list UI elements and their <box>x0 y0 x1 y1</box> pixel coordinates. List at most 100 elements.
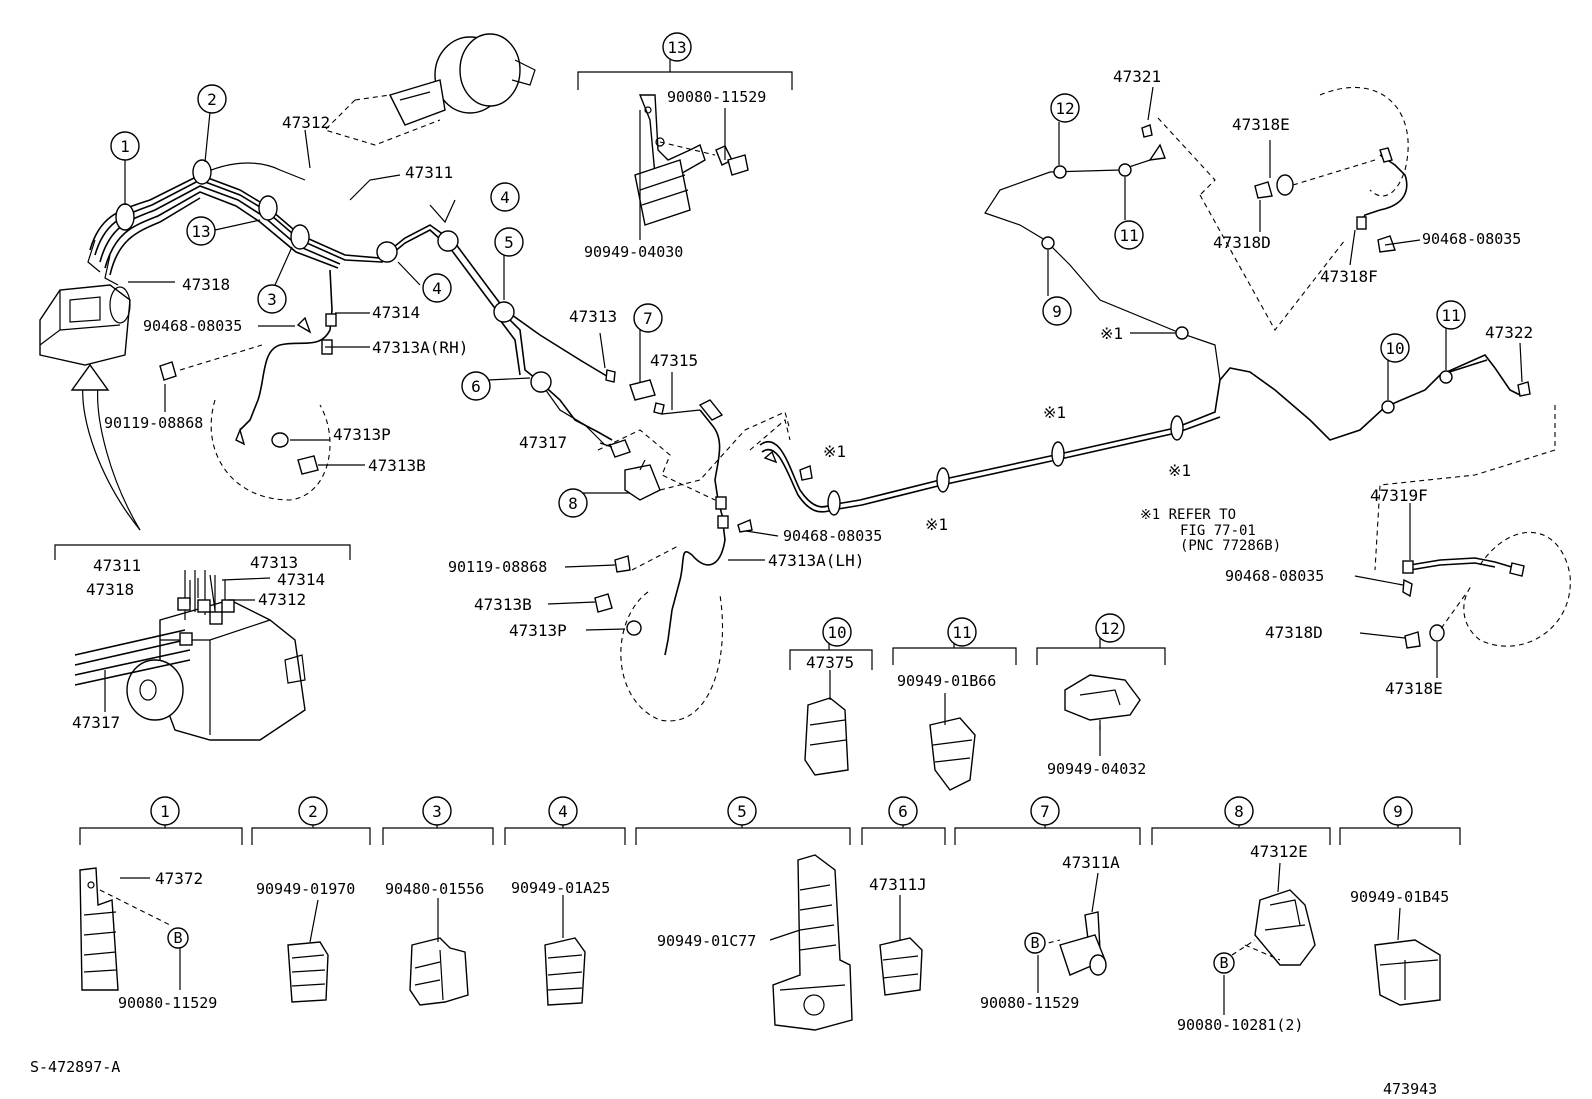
reference-marks: ※1 ※1 ※1 ※1 ※1 ※1 REFER TO FIG 77-01 (PN… <box>823 324 1281 554</box>
label-90080-top: 90080-11529 <box>667 88 766 106</box>
label-90468-right-top: 90468-08035 <box>1422 230 1521 248</box>
label-47318d-top: 47318D <box>1213 233 1271 252</box>
label-47318f: 47318F <box>1320 267 1378 286</box>
abs-actuator-illustration <box>39 284 131 366</box>
ref-mark-4: ※1 <box>1168 461 1191 480</box>
svg-text:9: 9 <box>1052 302 1062 321</box>
callout-5: 5 <box>494 227 524 257</box>
svg-text:11: 11 <box>952 623 971 642</box>
callout-12-legend: 12 <box>1095 613 1125 643</box>
label-inset-47312: 47312 <box>258 590 306 609</box>
label-47311-top: 47311 <box>405 163 453 182</box>
label-90468-lh: 90468-08035 <box>783 527 882 545</box>
callout-13-b: 13 <box>662 32 692 62</box>
footer-code-right: 473943 <box>1383 1080 1437 1098</box>
label-90080-g1: 90080-11529 <box>118 994 217 1012</box>
bundle-clamps <box>115 159 552 393</box>
label-47322: 47322 <box>1485 323 1533 342</box>
callout-6-legend: 6 <box>888 796 918 826</box>
front-rh-hose <box>159 269 337 501</box>
label-90468-rh: 90468-08035 <box>143 317 242 335</box>
label-90480-01556: 90480-01556 <box>385 880 484 898</box>
callout-b-8: B <box>1213 952 1235 974</box>
callout-11-b: 11 <box>1436 300 1466 330</box>
callout-4-b: 4 <box>422 273 452 303</box>
clip-90949-01970 <box>287 941 329 1003</box>
label-47319f: 47319F <box>1370 486 1428 505</box>
brake-tube-bundle <box>87 162 613 446</box>
label-inset-47317: 47317 <box>72 713 120 732</box>
callout-circles: 1 2 13 3 4 4 5 6 7 8 13 12 11 9 10 11 10… <box>110 32 1466 974</box>
ref-mark-1: ※1 <box>1100 324 1123 343</box>
clip-90949-04032 <box>1064 674 1141 730</box>
label-47313b-lh: 47313B <box>474 595 532 614</box>
svg-text:10: 10 <box>1385 339 1404 358</box>
svg-text:2: 2 <box>308 802 318 821</box>
clip-90480-01556 <box>409 937 469 1006</box>
svg-text:2: 2 <box>207 90 217 109</box>
refer-note-line2: FIG 77-01 <box>1180 523 1256 539</box>
rear-brake-line <box>749 117 1531 516</box>
dashed-leader-booster <box>323 94 441 146</box>
label-90080-10281: 90080-10281(2) <box>1177 1016 1303 1034</box>
label-47318-left: 47318 <box>182 275 230 294</box>
clip-90949-01b45 <box>1374 939 1441 1006</box>
ref-mark-5: ※1 <box>925 515 948 534</box>
callout-7-legend: 7 <box>1030 796 1060 826</box>
callout-9: 9 <box>1042 296 1072 326</box>
callout-b-7: B <box>1024 932 1046 954</box>
label-90080-g7: 90080-11529 <box>980 994 1079 1012</box>
label-47372: 47372 <box>155 869 203 888</box>
label-90949-04030: 90949-04030 <box>584 243 683 261</box>
callout-12: 12 <box>1050 93 1080 123</box>
svg-text:B: B <box>1219 954 1228 972</box>
label-47318d-bot: 47318D <box>1265 623 1323 642</box>
svg-text:5: 5 <box>504 233 514 252</box>
svg-text:12: 12 <box>1055 99 1074 118</box>
rear-upper-hose <box>1199 86 1409 331</box>
callout-3: 3 <box>257 284 287 314</box>
svg-text:6: 6 <box>898 802 908 821</box>
rear-lower-hose <box>1374 405 1571 649</box>
clip-90949-01b66 <box>929 717 976 791</box>
callout-4-legend: 4 <box>548 796 578 826</box>
callout-2-legend: 2 <box>298 796 328 826</box>
label-47318e-top: 47318E <box>1232 115 1290 134</box>
clip-47311j <box>879 937 923 996</box>
label-47321: 47321 <box>1113 67 1161 86</box>
svg-text:9: 9 <box>1393 802 1403 821</box>
label-inset-47311: 47311 <box>93 556 141 575</box>
clip-90949-01a25 <box>544 937 586 1006</box>
svg-text:4: 4 <box>432 279 442 298</box>
label-47312-top: 47312 <box>282 113 330 132</box>
svg-text:12: 12 <box>1100 619 1119 638</box>
callout-10: 10 <box>1380 333 1410 363</box>
refer-note-line1: ※1 REFER TO <box>1140 507 1236 523</box>
part-labels: 47312 47311 47318 4 7 3 1 4 90468-08035 4731… <box>72 67 1533 1034</box>
label-47313b-rh: 47313B <box>368 456 426 475</box>
refer-note-line3: (PNC 77286B) <box>1180 538 1281 554</box>
svg-text:6: 6 <box>471 377 481 396</box>
callout-11-legend: 11 <box>947 617 977 647</box>
brake-booster-illustration <box>389 33 536 126</box>
label-47318e-bot: 47318E <box>1385 679 1443 698</box>
abs-inset <box>54 544 351 741</box>
label-47313p-rh: 47313P <box>333 425 391 444</box>
callout-3-legend: 3 <box>422 796 452 826</box>
callout-1-legend: 1 <box>150 796 180 826</box>
label-90949-01a25: 90949-01A25 <box>511 879 610 897</box>
svg-text:11: 11 <box>1119 226 1138 245</box>
callout-5-legend: 5 <box>727 796 757 826</box>
bracket-13-illustration <box>634 94 749 226</box>
clip-47375 <box>804 697 849 776</box>
pointer-arrow <box>70 363 141 531</box>
callout-2: 2 <box>197 84 227 114</box>
svg-text:5: 5 <box>737 802 747 821</box>
label-inset-47318: 47318 <box>86 580 134 599</box>
label-90949-01c77: 90949-01C77 <box>657 932 756 950</box>
front-lh-hose <box>594 399 753 722</box>
svg-text:3: 3 <box>432 802 442 821</box>
label-90949-01970: 90949-01970 <box>256 880 355 898</box>
label-47375: 47375 <box>806 653 854 672</box>
